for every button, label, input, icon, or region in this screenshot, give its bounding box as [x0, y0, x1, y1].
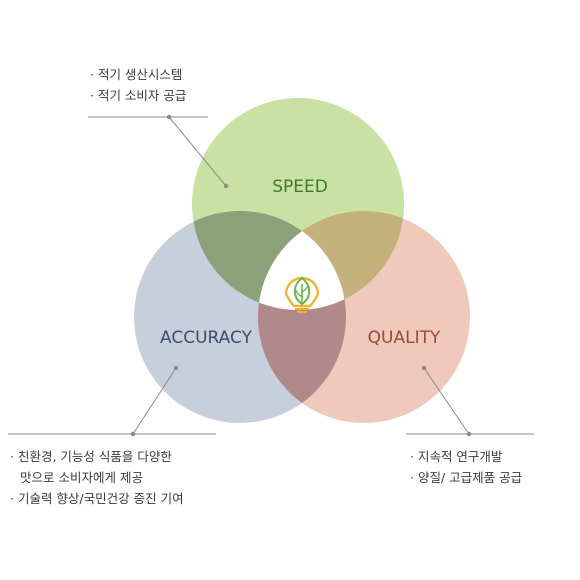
note-accuracy-line-1: · 친환경, 기능성 식품을 다양한	[10, 449, 172, 464]
label-accuracy: ACCURACY	[160, 328, 253, 348]
note-accuracy-line-2: 맛으로 소비자에게 제공	[20, 470, 143, 485]
note-speed-line-2: · 적기 소비자 공급	[90, 88, 187, 103]
note-quality-line-2: · 양질/ 고급제품 공급	[410, 470, 523, 485]
label-quality: QUALITY	[368, 328, 441, 348]
note-accuracy: · 친환경, 기능성 식품을 다양한 맛으로 소비자에게 제공 · 기술력 향상…	[10, 446, 184, 509]
note-speed: · 적기 생산시스템 · 적기 소비자 공급	[90, 64, 186, 106]
leaf-bulb-logo-icon	[284, 276, 320, 313]
leader-quality	[406, 365, 534, 437]
leader-speed	[88, 114, 229, 189]
leader-accuracy	[8, 365, 216, 437]
note-accuracy-line-3: · 기술력 향상/국민건강 증진 기여	[10, 491, 184, 506]
label-speed: SPEED	[272, 177, 328, 197]
center-region	[258, 211, 346, 310]
note-quality: · 지속적 연구개발 · 양질/ 고급제품 공급	[410, 446, 522, 488]
note-speed-line-1: · 적기 생산시스템	[90, 67, 183, 82]
note-quality-line-1: · 지속적 연구개발	[410, 449, 503, 464]
